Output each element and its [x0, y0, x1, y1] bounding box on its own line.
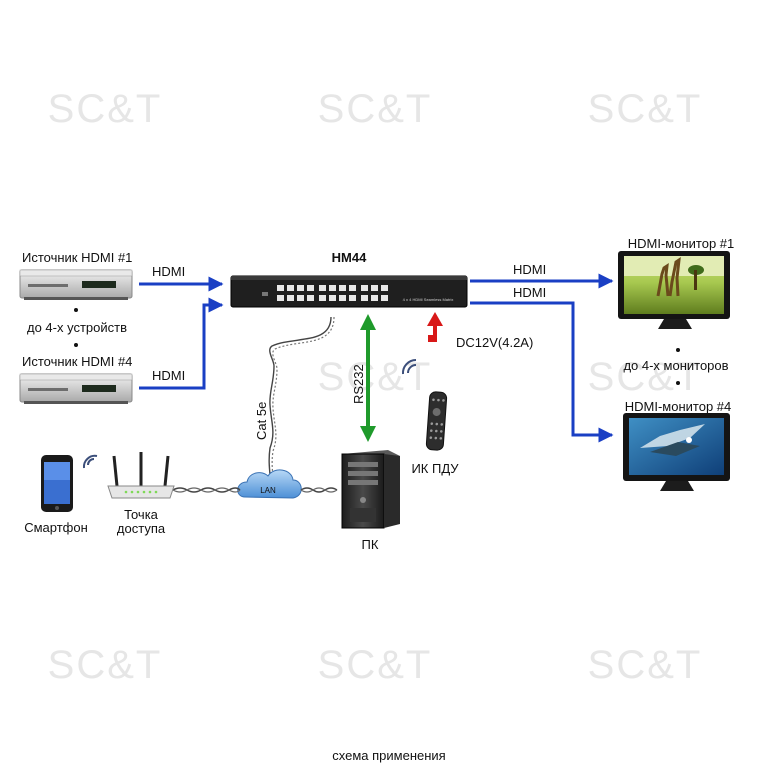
hdmi-monitor-1-device [618, 251, 730, 329]
dot [676, 348, 680, 352]
hdmi-output-4-arrow [470, 301, 614, 443]
network-cable [172, 487, 338, 493]
watermark-text: SC&T [48, 643, 163, 687]
rs232-label: RS232 [351, 364, 366, 404]
monitor-1-label: HDMI-монитор #1 [628, 236, 735, 251]
hdmi-output-1-label: HDMI [513, 262, 546, 277]
device-front-label: 4 x 4 HDMI Seamless Matrix [403, 297, 454, 302]
power-label: DC12V(4.2A) [456, 335, 533, 350]
hdmi-source-1-device [19, 269, 133, 300]
lan-cloud-icon [237, 469, 302, 499]
sources-count-label: до 4-х устройств [27, 320, 127, 335]
watermark-text: SC&T [588, 355, 703, 399]
watermark-text: SC&T [318, 87, 433, 131]
source-1-label: Источник HDMI #1 [22, 250, 132, 265]
monitor-4-label: HDMI-монитор #4 [625, 399, 732, 414]
hdmi-output-4-label: HDMI [513, 285, 546, 300]
dot [74, 308, 78, 312]
source-4-label: Источник HDMI #4 [22, 354, 132, 369]
access-point-device [107, 452, 175, 499]
device-title: HM44 [332, 250, 367, 265]
monitors-count-label: до 4-х мониторов [623, 358, 728, 373]
pc-tower-device [341, 450, 400, 529]
watermark-text: SC&T [48, 87, 163, 131]
access-point-label-line2: доступа [117, 521, 166, 536]
rs232-arrow [360, 314, 376, 442]
hdmi-monitor-4-device [623, 413, 730, 491]
watermark-text: SC&T [588, 643, 703, 687]
hdmi-source-4-device [19, 373, 133, 404]
hm44-matrix-device: 4 x 4 HDMI Seamless Matrix [230, 275, 468, 308]
wifi-signal-icon [82, 454, 98, 469]
hdmi-input-4-arrow [139, 297, 224, 390]
ir-remote-device [425, 391, 448, 451]
watermark-text: SC&T [588, 87, 703, 131]
ir-remote-label: ИК ПДУ [411, 461, 459, 476]
smartphone-label: Смартфон [24, 520, 88, 535]
ir-signal-icon [401, 358, 417, 375]
pc-label: ПК [362, 537, 379, 552]
cat5e-label: Cat 5e [254, 402, 269, 440]
watermark-text: SC&T [318, 355, 433, 399]
diagram-caption: схема применения [332, 748, 445, 763]
dot [74, 343, 78, 347]
watermark-group: SC&T SC&T SC&T SC&T SC&T SC&T SC&T SC&T [48, 87, 703, 687]
lan-label: LAN [260, 486, 276, 495]
cat5e-cable [268, 316, 332, 487]
power-arrow [427, 312, 443, 342]
dot [676, 381, 680, 385]
smartphone-device [41, 455, 73, 512]
access-point-label-line1: Точка [124, 507, 159, 522]
hdmi-input-4-label: HDMI [152, 368, 185, 383]
watermark-text: SC&T [318, 643, 433, 687]
hdmi-input-1-label: HDMI [152, 264, 185, 279]
